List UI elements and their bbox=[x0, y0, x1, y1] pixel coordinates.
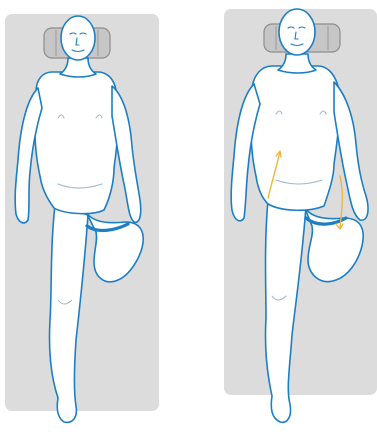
right-torso bbox=[251, 66, 340, 210]
right-figure bbox=[224, 9, 377, 422]
right-head bbox=[279, 9, 315, 55]
left-head bbox=[61, 16, 95, 60]
left-figure bbox=[5, 14, 159, 422]
left-torso bbox=[35, 72, 118, 214]
